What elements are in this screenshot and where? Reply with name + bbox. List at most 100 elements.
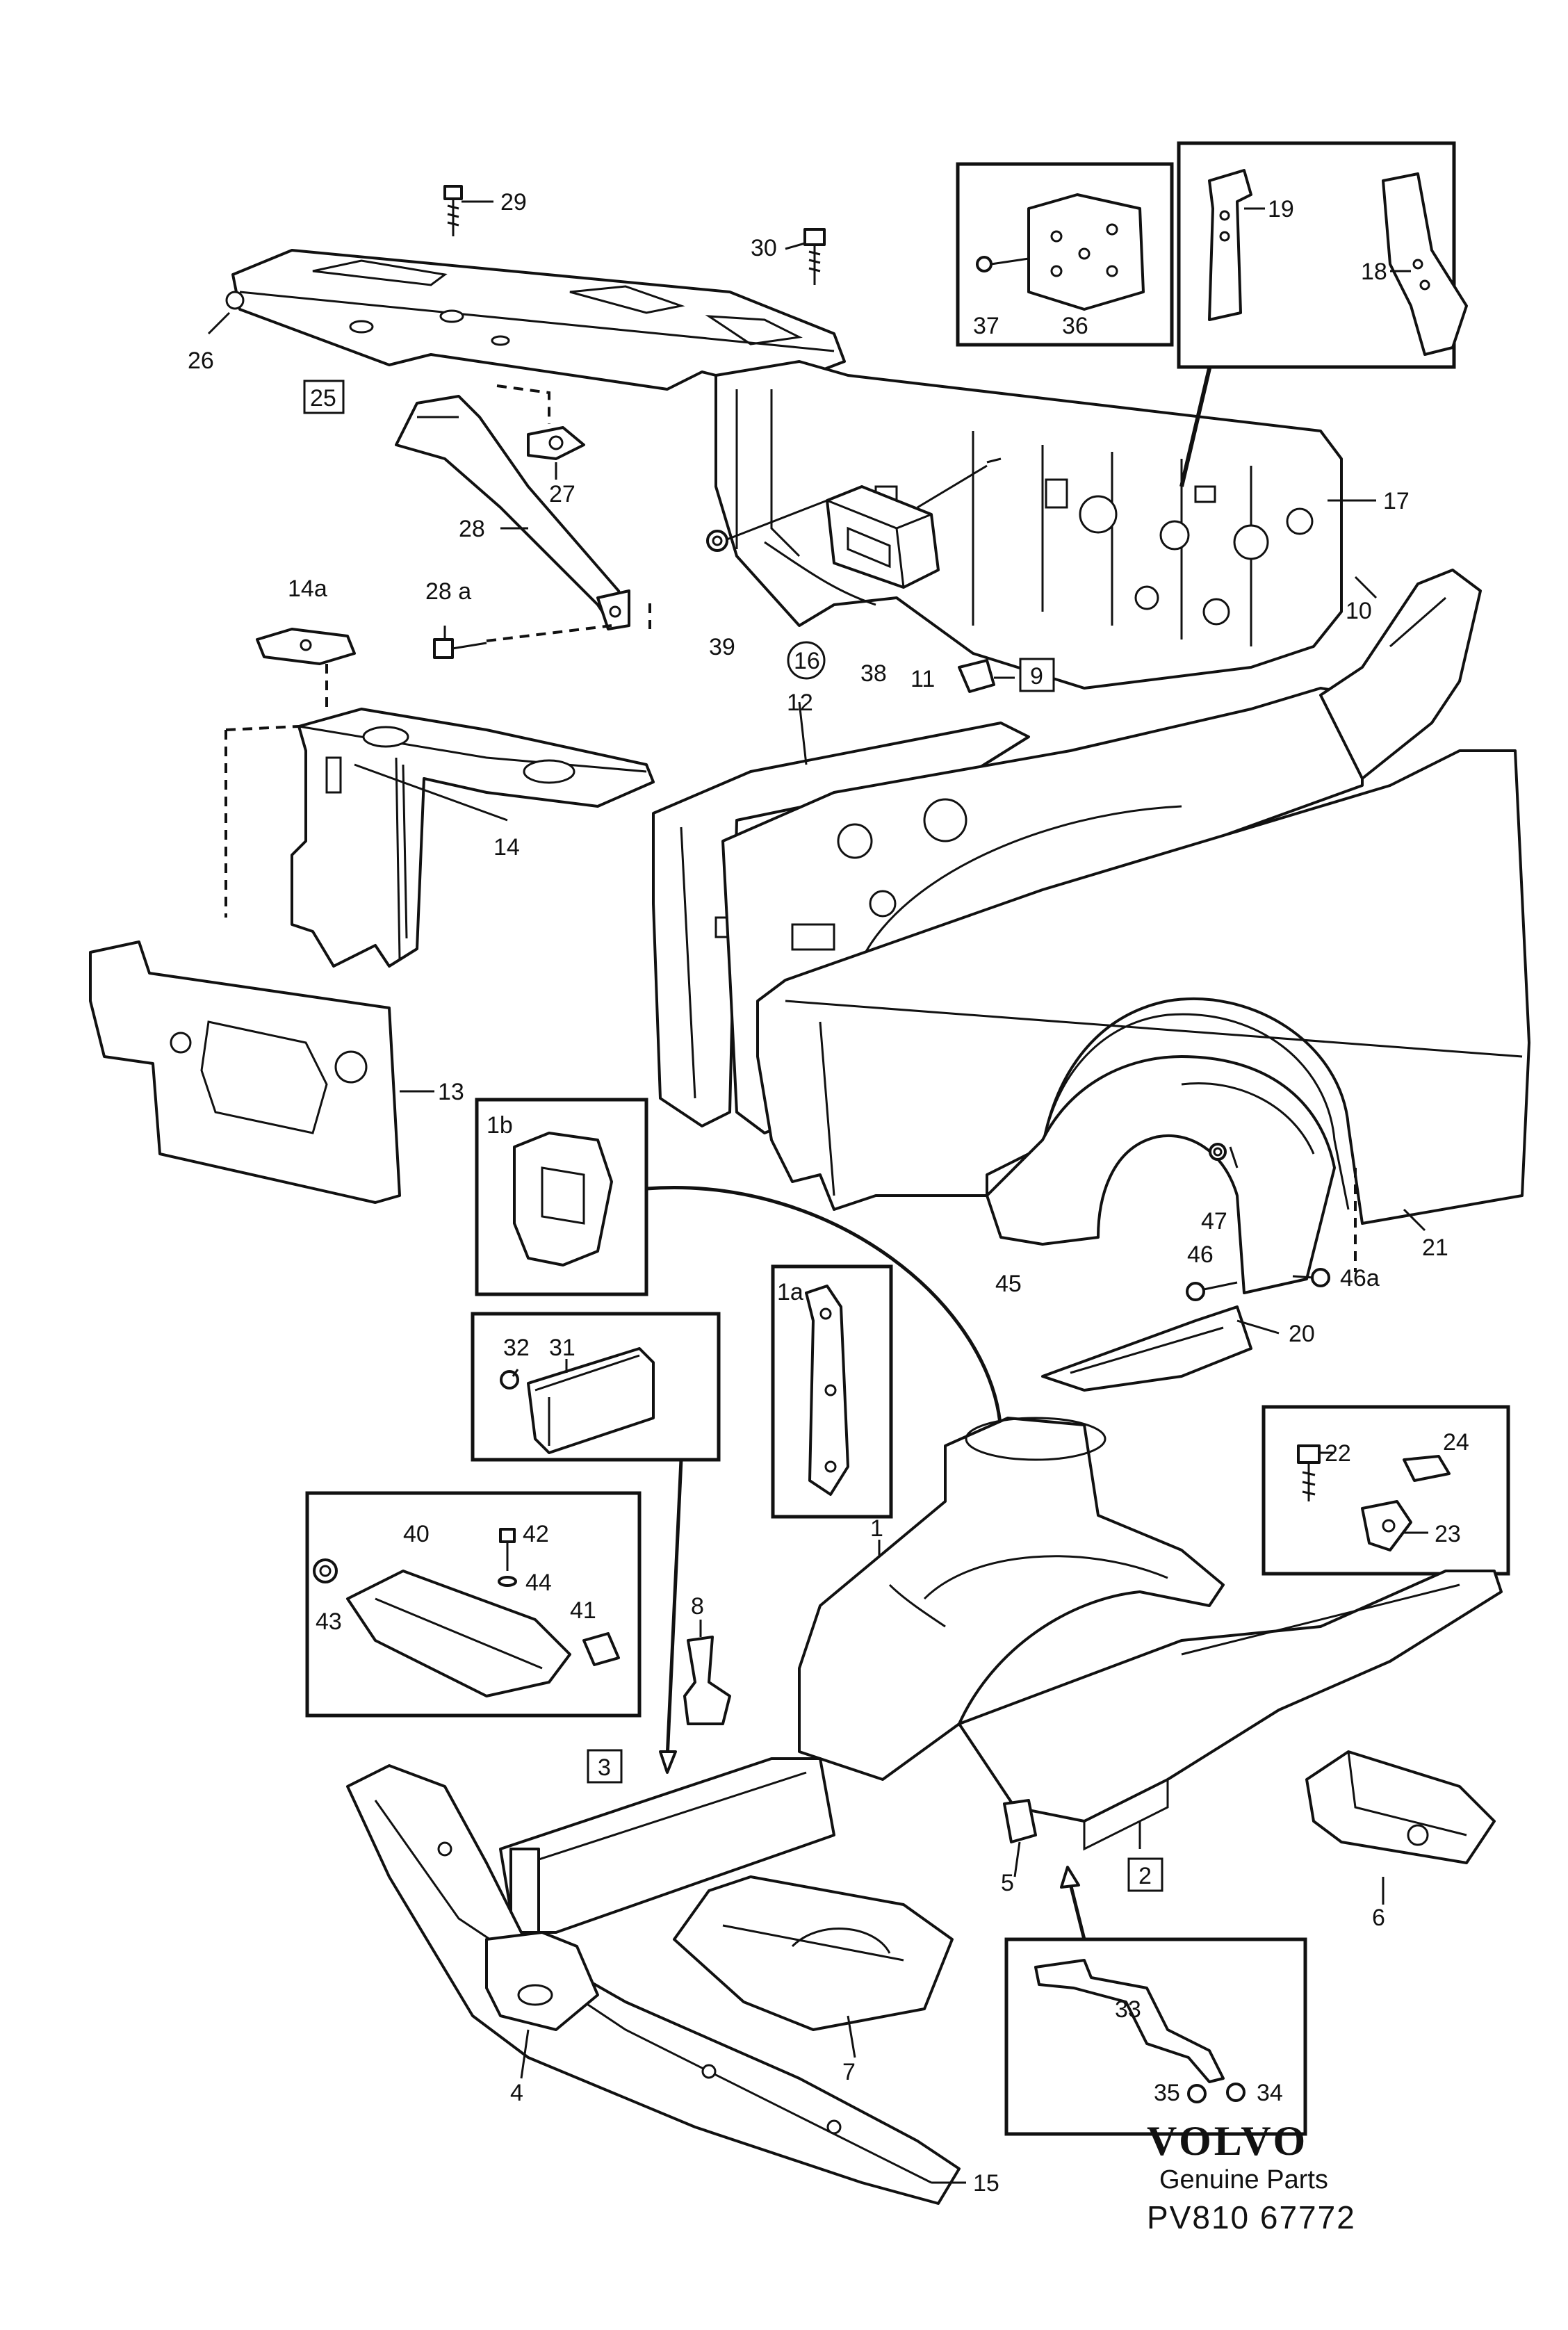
callout-47: 47 <box>1201 1208 1227 1235</box>
washer-44 <box>498 1576 517 1587</box>
link-inset-33-35 <box>1068 1883 1086 1940</box>
callout-26: 26 <box>188 348 214 374</box>
callout-5: 5 <box>1001 1870 1014 1896</box>
callout-18: 18 <box>1361 259 1387 285</box>
callout-25: 25 <box>310 385 336 412</box>
headlamp-bracket-14 <box>291 708 655 968</box>
callout-2: 2 <box>1138 1863 1152 1889</box>
inset-22-24 <box>1261 1405 1510 1576</box>
callout-4: 4 <box>510 2080 523 2106</box>
link-inset-1b <box>646 1186 1003 1433</box>
brand-code: PV810 67772 <box>1147 2199 1356 2235</box>
clip-27 <box>527 426 585 460</box>
callout-46a: 46a <box>1340 1265 1380 1292</box>
screw-37 <box>976 256 1029 272</box>
link-inset-18-19 <box>1179 368 1211 487</box>
clip-1b <box>513 1132 613 1266</box>
bolt-28a <box>433 638 487 659</box>
callout-19: 19 <box>1268 196 1294 222</box>
nut-34 <box>1226 2083 1246 2102</box>
dashed-link-28a <box>486 624 612 642</box>
callout-29: 29 <box>500 189 527 215</box>
dashed-link-27 <box>496 384 550 424</box>
callout-11: 11 <box>910 666 935 692</box>
stud-26 <box>225 291 245 310</box>
callout-1a: 1a <box>777 1279 803 1305</box>
callout-3: 3 <box>598 1754 611 1781</box>
callout-16-ring <box>787 641 826 680</box>
callout-27: 27 <box>549 481 575 507</box>
callout-35: 35 <box>1154 2080 1180 2106</box>
bolt-46 <box>1186 1281 1238 1301</box>
spring-tower-1 <box>798 1417 1225 1781</box>
nut-47 <box>1209 1143 1227 1161</box>
splash-shield-20 <box>1041 1305 1252 1392</box>
callout-8: 8 <box>691 1593 704 1620</box>
grommet-43 <box>313 1558 338 1583</box>
callout-40: 40 <box>403 1521 430 1547</box>
callout-13: 13 <box>438 1079 464 1105</box>
callout-1: 1 <box>870 1515 883 1542</box>
leaders <box>207 200 1428 2184</box>
nut-39 <box>706 530 728 552</box>
callout-39: 39 <box>709 634 735 660</box>
dashed-link-14-b <box>225 725 300 731</box>
plate-36 <box>1027 193 1145 311</box>
callout-labels: 29 30 26 25 27 28 28 a 14a 14 13 39 16 3… <box>188 189 1469 2197</box>
pad-31 <box>527 1347 655 1454</box>
arrow-inset-31-32 <box>659 1750 677 1774</box>
bracket-8 <box>683 1636 731 1725</box>
strap-33 <box>1034 1959 1225 2083</box>
brand-subtitle: Genuine Parts <box>1159 2165 1328 2194</box>
callout-23: 23 <box>1435 1521 1461 1547</box>
callout-10: 10 <box>1346 598 1372 624</box>
callout-30: 30 <box>751 235 777 261</box>
callout-6: 6 <box>1372 1905 1385 1931</box>
module-38 <box>826 485 940 589</box>
bolt-38 <box>986 457 1002 464</box>
callout-2-box <box>1127 1857 1163 1892</box>
clip-24 <box>1403 1455 1451 1482</box>
callout-37: 37 <box>973 313 999 339</box>
callout-31: 31 <box>549 1335 575 1361</box>
brand-block: VOLVO Genuine Parts PV810 67772 <box>1147 2118 1356 2235</box>
panel-13 <box>89 940 401 1204</box>
callout-32: 32 <box>503 1335 530 1361</box>
bracket-19 <box>1208 169 1252 321</box>
bolt-29 <box>443 185 463 236</box>
callout-28: 28 <box>459 516 485 542</box>
arrow-inset-33-35 <box>1060 1866 1080 1889</box>
bolt-30 <box>803 228 826 285</box>
callout-43: 43 <box>316 1608 342 1635</box>
callout-3-box <box>587 1749 623 1784</box>
callout-46: 46 <box>1187 1241 1214 1268</box>
callout-36: 36 <box>1062 313 1088 339</box>
callout-28a: 28 a <box>425 578 471 605</box>
leader-39 <box>726 499 828 541</box>
bracket-18 <box>1382 172 1468 356</box>
callout-9-box <box>1019 658 1055 692</box>
bracket-5 <box>1003 1799 1037 1843</box>
brand-name: VOLVO <box>1147 2118 1308 2164</box>
callout-38: 38 <box>860 660 887 687</box>
nut-35 <box>1187 2084 1207 2103</box>
leader-38-bolt <box>917 464 988 509</box>
callout-22: 22 <box>1325 1440 1351 1467</box>
part-10 <box>1319 569 1482 780</box>
callout-14a: 14a <box>288 576 327 602</box>
bolt-46a <box>1292 1268 1330 1287</box>
callout-12: 12 <box>787 690 813 716</box>
callout-7: 7 <box>842 2059 856 2085</box>
clip-11 <box>958 659 995 693</box>
callout-16: 16 <box>794 648 820 674</box>
inner-panel-9 <box>721 687 1364 1134</box>
callout-14: 14 <box>493 834 520 861</box>
tray-40 <box>346 1570 571 1697</box>
bolt-22 <box>1297 1444 1321 1501</box>
firewall-17 <box>714 360 1343 690</box>
callout-44: 44 <box>525 1570 552 1596</box>
callout-42: 42 <box>523 1521 549 1547</box>
callout-24: 24 <box>1443 1429 1469 1456</box>
callout-1b: 1b <box>487 1112 513 1139</box>
